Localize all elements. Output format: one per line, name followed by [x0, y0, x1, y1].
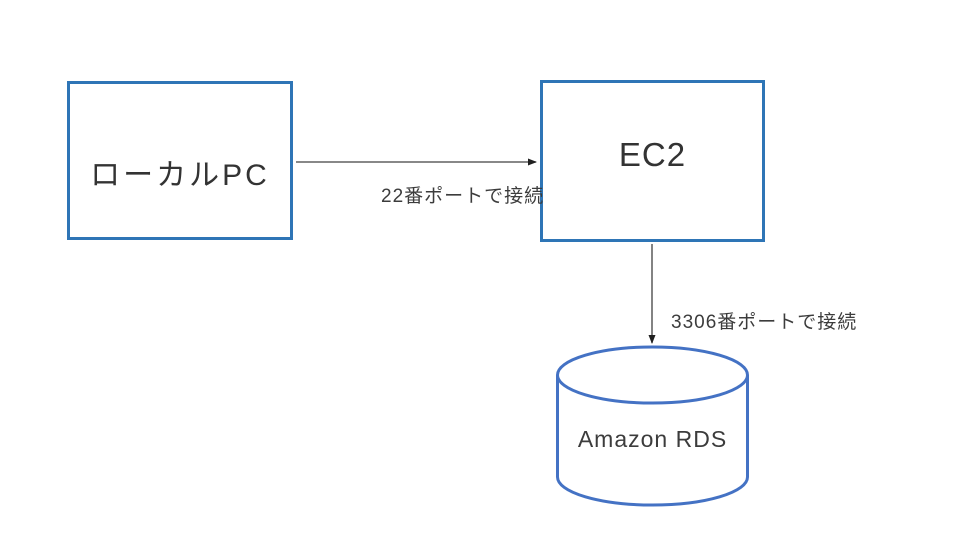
ec2-label: EC2: [618, 136, 687, 173]
local-pc-node: ローカルPC: [67, 81, 293, 240]
ec2-node: EC2: [540, 80, 765, 242]
rds-cylinder: [556, 345, 749, 507]
edge-label-port22: 22番ポートで接続: [381, 186, 545, 207]
edge-label-port3306: 3306番ポートで接続: [671, 312, 858, 333]
rds-label: Amazon RDS: [577, 426, 728, 452]
local-pc-label: ローカルPC: [90, 158, 270, 192]
